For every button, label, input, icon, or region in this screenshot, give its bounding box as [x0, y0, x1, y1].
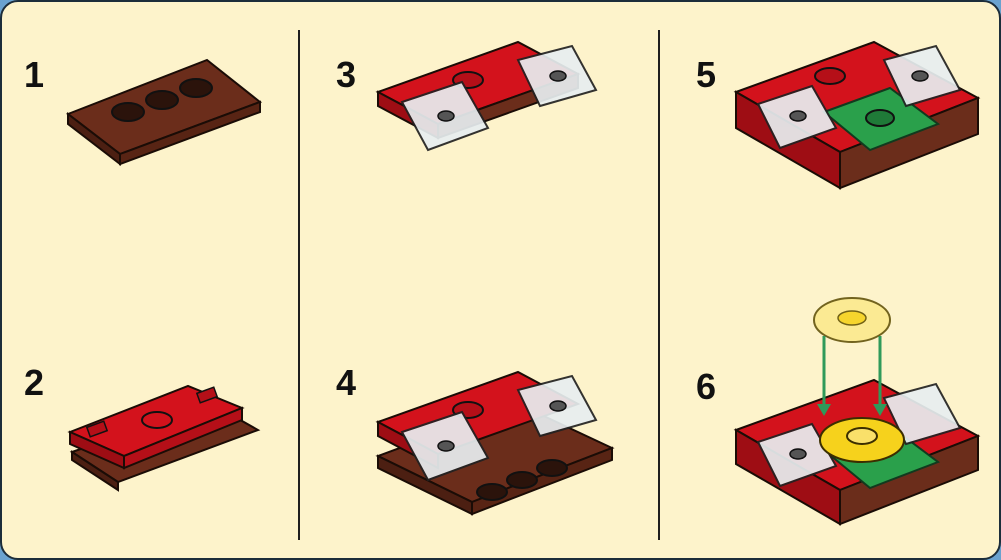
assembly-on-brown-icon: [322, 292, 652, 560]
step-3: 3: [322, 2, 652, 272]
yellow-round-assembly-icon: [674, 292, 1001, 560]
red-plate-on-brown-icon: [2, 292, 332, 560]
step-2: 2: [2, 292, 332, 560]
clear-tiles-icon: [322, 2, 652, 272]
green-tile-assembly-icon: [674, 2, 1001, 272]
brown-plate-icon: [2, 2, 332, 272]
step-4: 4: [322, 292, 652, 560]
step-6: 6: [674, 292, 1001, 560]
step-5: 5: [674, 2, 1001, 272]
step-1: 1: [2, 2, 332, 272]
column-divider-2: [658, 30, 660, 540]
